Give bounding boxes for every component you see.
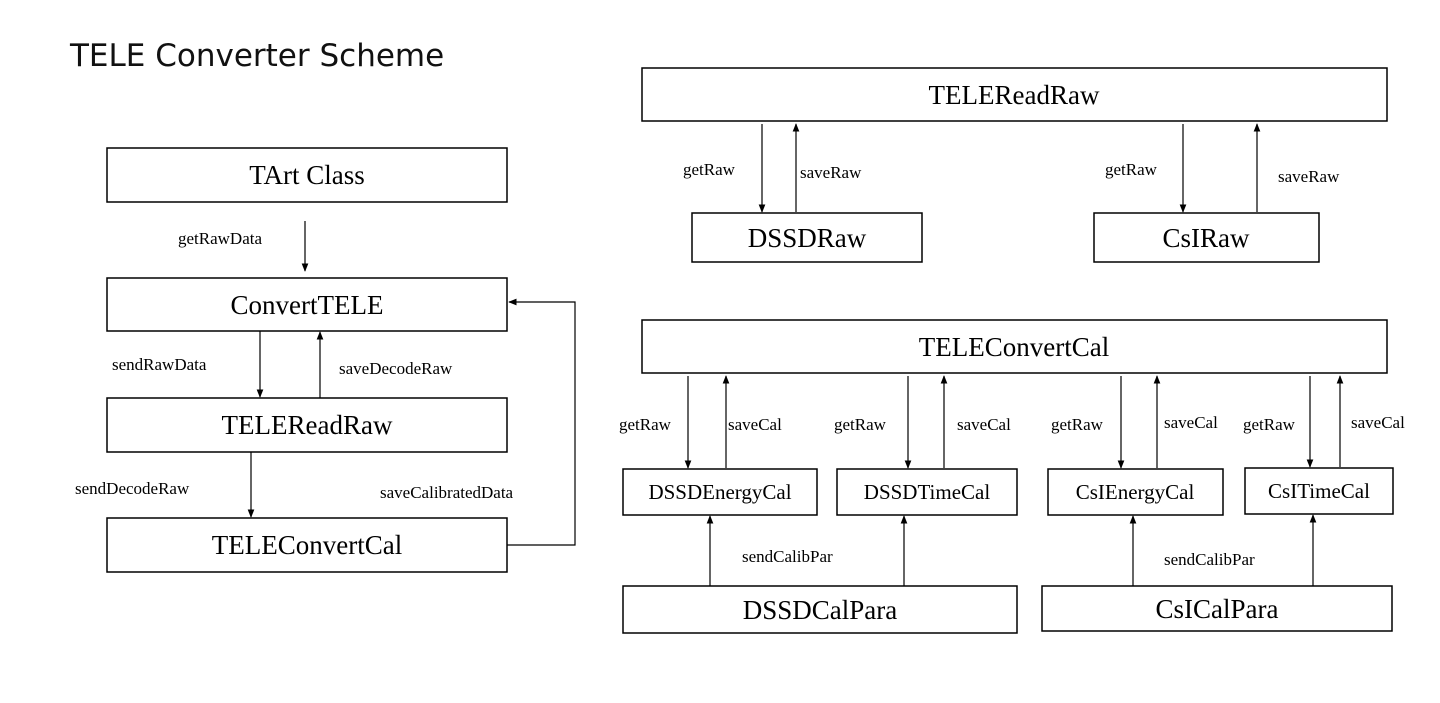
node-label: TELEConvertCal	[919, 332, 1109, 362]
edge-label-save-calibrated-data: saveCalibratedData	[380, 483, 514, 502]
node-convert-tele[interactable]: ConvertTELE	[106, 277, 508, 332]
node-csi-energy-cal[interactable]: CsIEnergyCal	[1047, 468, 1224, 516]
edge-label-get-raw-data: getRawData	[178, 229, 262, 248]
edge-label-csi-time-get-raw: getRaw	[1243, 415, 1296, 434]
page-title: TELE Converter Scheme	[70, 38, 445, 74]
node-csi-time-cal[interactable]: CsITimeCal	[1244, 467, 1394, 515]
node-csi-raw[interactable]: CsIRaw	[1093, 212, 1320, 263]
node-csi-cal-para[interactable]: CsICalPara	[1041, 585, 1393, 632]
read-raw-block: TELEReadRaw DSSDRaw CsIRaw getRaw saveRa…	[641, 67, 1388, 263]
node-label: DSSDTimeCal	[864, 480, 991, 504]
node-label: CsIEnergyCal	[1076, 480, 1195, 504]
node-dssd-cal-para[interactable]: DSSDCalPara	[622, 585, 1018, 634]
node-tart-class[interactable]: TArt Class	[106, 147, 508, 203]
node-dssd-energy-cal[interactable]: DSSDEnergyCal	[622, 468, 818, 516]
edge-label-save-decode-raw: saveDecodeRaw	[339, 359, 453, 378]
node-label: ConvertTELE	[231, 290, 384, 320]
edge-label-send-decode-raw: sendDecodeRaw	[75, 479, 190, 498]
node-tele-convert-cal-top[interactable]: TELEConvertCal	[641, 319, 1388, 374]
node-tele-convert-cal[interactable]: TELEConvertCal	[106, 517, 508, 573]
arrow-save-calibrated-data	[507, 298, 576, 546]
edge-label-dssd-time-get-raw: getRaw	[834, 415, 887, 434]
edge-label-csi-energy-get-raw: getRaw	[1051, 415, 1104, 434]
edge-label-dssd-time-save-cal: saveCal	[957, 415, 1011, 434]
node-dssd-time-cal[interactable]: DSSDTimeCal	[836, 468, 1018, 516]
node-label: TELEConvertCal	[212, 530, 402, 560]
convert-cal-block: TELEConvertCal DSSDEnergyCal DSSDTimeCal…	[619, 319, 1405, 634]
node-label: CsITimeCal	[1268, 479, 1370, 503]
edge-label-csi-energy-save-cal: saveCal	[1164, 413, 1218, 432]
edge-label-csi-send-calib-par: sendCalibPar	[1164, 550, 1255, 569]
node-tele-read-raw[interactable]: TELEReadRaw	[106, 397, 508, 453]
edge-label-csi-get-raw: getRaw	[1105, 160, 1158, 179]
edge-label-csi-time-save-cal: saveCal	[1351, 413, 1405, 432]
node-label: CsIRaw	[1163, 223, 1251, 253]
node-label: TELEReadRaw	[222, 410, 393, 440]
edge-label-dssd-get-raw: getRaw	[683, 160, 736, 179]
edge-label-csi-save-raw: saveRaw	[1278, 167, 1340, 186]
left-flow: TArt Class ConvertTELE TELEReadRaw TELEC…	[75, 147, 576, 573]
node-label: TELEReadRaw	[929, 80, 1100, 110]
edge-label-dssd-energy-save-cal: saveCal	[728, 415, 782, 434]
node-label: TArt Class	[249, 160, 365, 190]
node-tele-read-raw-top[interactable]: TELEReadRaw	[641, 67, 1388, 122]
edge-label-dssd-send-calib-par: sendCalibPar	[742, 547, 833, 566]
node-label: DSSDEnergyCal	[648, 480, 791, 504]
edge-label-send-raw-data: sendRawData	[112, 355, 207, 374]
edge-label-dssd-energy-get-raw: getRaw	[619, 415, 672, 434]
node-label: DSSDCalPara	[743, 595, 898, 625]
node-dssd-raw[interactable]: DSSDRaw	[691, 212, 923, 263]
node-label: DSSDRaw	[748, 223, 867, 253]
edge-label-dssd-save-raw: saveRaw	[800, 163, 862, 182]
node-label: CsICalPara	[1156, 594, 1279, 624]
